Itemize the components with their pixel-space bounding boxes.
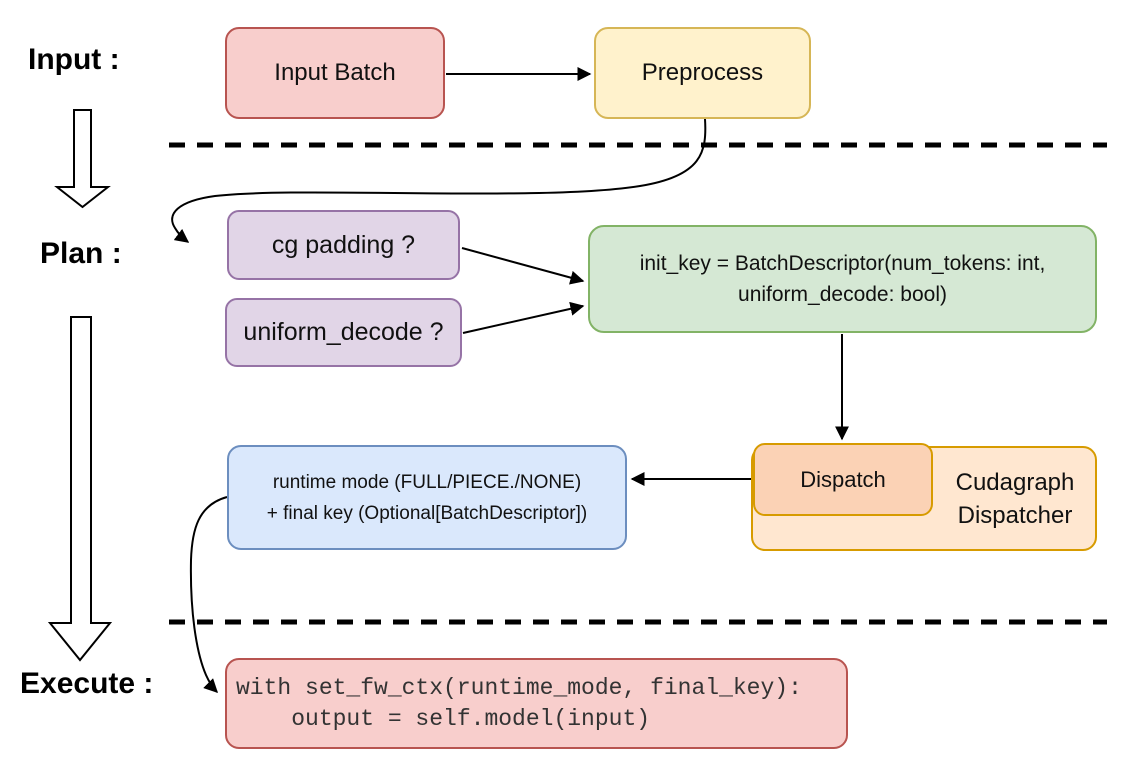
node-cg-padding-label: cg padding ? bbox=[271, 230, 416, 259]
arrow-uniformdecode-to-initkey bbox=[462, 301, 585, 334]
node-cudagraph-dispatcher-label: Cudagraph Dispatcher bbox=[933, 446, 1097, 551]
node-runtime-mode-line1: runtime mode (FULL/PIECE./NONE) bbox=[272, 471, 582, 493]
node-input-batch-label: Input Batch bbox=[274, 59, 396, 86]
arrow-preprocess-to-plan bbox=[171, 118, 707, 243]
execute-code-line1: with set_fw_ctx(runtime_mode, final_key)… bbox=[236, 674, 802, 701]
stage-label-execute: Execute : bbox=[20, 667, 154, 700]
node-execute-code: with set_fw_ctx(runtime_mode, final_key)… bbox=[225, 658, 848, 749]
node-preprocess-label: Preprocess bbox=[641, 59, 764, 86]
arrow-cgpadding-to-initkey bbox=[461, 247, 585, 285]
cudagraph-dispatcher-line1: Cudagraph bbox=[955, 468, 1075, 496]
node-init-key: init_key = BatchDescriptor(num_tokens: i… bbox=[588, 225, 1097, 333]
node-uniform-decode-label: uniform_decode ? bbox=[243, 318, 444, 346]
node-cg-padding: cg padding ? bbox=[227, 210, 460, 280]
node-init-key-line2: uniform_decode: bool) bbox=[738, 283, 947, 306]
stage-label-plan: Plan : bbox=[40, 237, 122, 270]
arrow-runtimemode-to-executecode bbox=[189, 496, 228, 693]
node-dispatch-label: Dispatch bbox=[800, 466, 886, 492]
node-dispatch: Dispatch bbox=[753, 443, 933, 516]
stage-arrow-input-to-plan bbox=[54, 109, 111, 209]
node-input-batch: Input Batch bbox=[225, 27, 445, 119]
node-runtime-mode: runtime mode (FULL/PIECE./NONE) + final … bbox=[227, 445, 627, 550]
execute-code-line2: output = self.model(input) bbox=[236, 705, 651, 732]
node-runtime-mode-line2: + final key (Optional[BatchDescriptor]) bbox=[266, 502, 588, 524]
node-init-key-line1: init_key = BatchDescriptor(num_tokens: i… bbox=[639, 252, 1046, 275]
stage-label-input: Input : bbox=[28, 43, 120, 76]
node-uniform-decode: uniform_decode ? bbox=[225, 298, 462, 367]
node-preprocess: Preprocess bbox=[594, 27, 811, 119]
stage-arrow-plan-to-execute bbox=[47, 316, 113, 662]
cudagraph-dispatcher-line2: Dispatcher bbox=[957, 501, 1073, 529]
